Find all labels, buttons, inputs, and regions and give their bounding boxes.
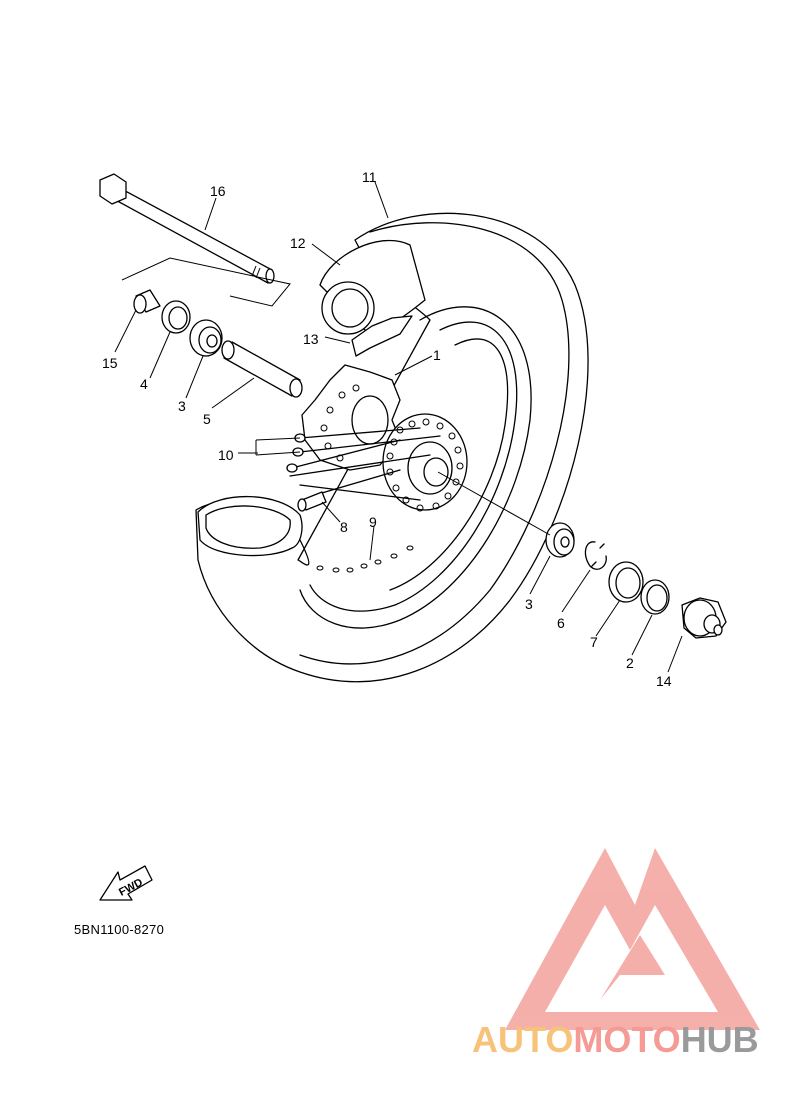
collar-15: [133, 289, 161, 314]
speedometer-gear-unit-14: [681, 597, 727, 639]
rim-nipples-9: [316, 545, 414, 573]
callout-11: 11: [362, 169, 377, 185]
nipple-8: [297, 491, 327, 512]
tube-12: [319, 240, 426, 335]
callout-14: 14: [656, 673, 672, 689]
callout-5: 5: [203, 411, 211, 427]
callout-labels: 16 11 12 13 1 15 4 3 5 10 8 9 3 6 7 2 14: [102, 169, 672, 689]
callout-12: 12: [290, 235, 306, 251]
callout-13: 13: [303, 331, 319, 347]
front-axle: [99, 173, 275, 284]
oil-seal-4: [161, 300, 191, 334]
oil-seal-7: [608, 561, 644, 603]
rim-band-13: [351, 315, 413, 357]
bearing-3-left: [189, 319, 223, 357]
callout-3-left: 3: [178, 398, 186, 414]
callout-4: 4: [140, 376, 148, 392]
watermark-moto: MOTO: [573, 1019, 680, 1060]
fwd-arrow-icon: FWD: [99, 865, 153, 901]
circlip-6: [584, 541, 607, 570]
callout-2: 2: [626, 655, 634, 671]
callout-8: 8: [340, 519, 348, 535]
callout-16: 16: [210, 183, 226, 199]
watermark-logo-icon: [505, 848, 760, 1030]
collar-2: [640, 579, 670, 615]
axle-centerline: [437, 471, 551, 536]
callout-3-right: 3: [525, 596, 533, 612]
assembly-bracket: [121, 257, 291, 307]
spacer-5: [221, 340, 303, 398]
watermark-auto: AUTO: [472, 1019, 573, 1060]
callout-15: 15: [102, 355, 118, 371]
spokes-10: [289, 427, 441, 501]
callout-10: 10: [218, 447, 234, 463]
callout-6: 6: [557, 615, 565, 631]
callout-7: 7: [590, 634, 598, 650]
callout-1: 1: [433, 347, 441, 363]
watermark-text: AUTOMOTOHUB: [472, 1019, 759, 1060]
leader-lines: [114, 181, 683, 673]
watermark-hub: HUB: [681, 1019, 759, 1060]
callout-9: 9: [369, 514, 377, 530]
diagram-code: 5BN1100-8270: [74, 922, 164, 937]
bearing-3-right: [545, 522, 575, 558]
